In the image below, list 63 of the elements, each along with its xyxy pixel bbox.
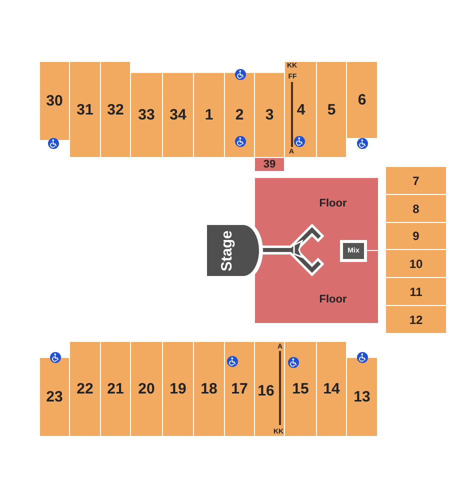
section-number: 7	[412, 174, 420, 186]
section-number: 5	[327, 102, 336, 117]
seating-section	[255, 73, 284, 157]
seating-section	[194, 73, 224, 157]
seating-section	[386, 306, 446, 333]
section-label: Floor	[319, 294, 347, 306]
seating-section	[101, 342, 130, 436]
seating-section	[70, 342, 100, 436]
section-number: 22	[76, 382, 94, 396]
section-number: 2	[235, 108, 244, 122]
section-number: 4	[296, 102, 306, 118]
seating-section	[40, 62, 69, 140]
section-number: 9	[412, 230, 420, 242]
section-number: 32	[107, 102, 124, 117]
section-number: 30	[46, 94, 63, 108]
seating-section	[101, 62, 130, 157]
section-number: 13	[354, 390, 370, 404]
seating-section	[225, 73, 254, 157]
seating-section	[285, 342, 316, 436]
seating-section	[347, 62, 377, 138]
seating-section	[317, 342, 346, 436]
seating-section	[317, 62, 346, 157]
seating-section	[347, 358, 377, 436]
section-number: 17	[231, 382, 248, 396]
section-number: 3	[265, 108, 274, 122]
section-number: 18	[200, 382, 218, 396]
seating-section	[255, 158, 284, 171]
seating-section	[225, 342, 254, 436]
seating-section	[386, 195, 446, 222]
section-number: 8	[412, 202, 420, 214]
section-number: 12	[409, 314, 423, 326]
section-number: 10	[409, 258, 423, 270]
stage-platform	[207, 225, 259, 276]
seating-section	[131, 73, 162, 157]
seating-section	[386, 167, 446, 194]
section-number: 31	[76, 102, 94, 117]
seating-section	[386, 278, 446, 305]
section-number: 34	[170, 108, 186, 122]
stage-label: Stage	[220, 230, 234, 271]
section-number: 19	[170, 382, 186, 396]
seating-section	[285, 62, 316, 157]
section-label: Floor	[319, 198, 347, 210]
section-number: 11	[410, 286, 422, 298]
section-number: 21	[107, 382, 124, 396]
seating-section	[386, 223, 446, 249]
section-number: 20	[138, 382, 155, 396]
seating-section	[163, 342, 193, 436]
section-number: 15	[292, 382, 309, 396]
section-number: 6	[358, 92, 366, 108]
section-number: 16	[258, 384, 274, 398]
seating-section	[386, 250, 446, 277]
section-number: 1	[204, 108, 214, 122]
section-number: 14	[323, 382, 340, 396]
section-number: 33	[138, 108, 155, 122]
seating-section	[70, 62, 100, 157]
seating-section	[255, 342, 284, 436]
section-number: 23	[46, 390, 63, 404]
mix-booth	[340, 240, 367, 262]
seating-section	[163, 73, 193, 157]
seating-section	[131, 342, 162, 436]
section-number: 39	[263, 159, 276, 170]
seating-section	[40, 358, 69, 436]
seating-section	[194, 342, 224, 436]
